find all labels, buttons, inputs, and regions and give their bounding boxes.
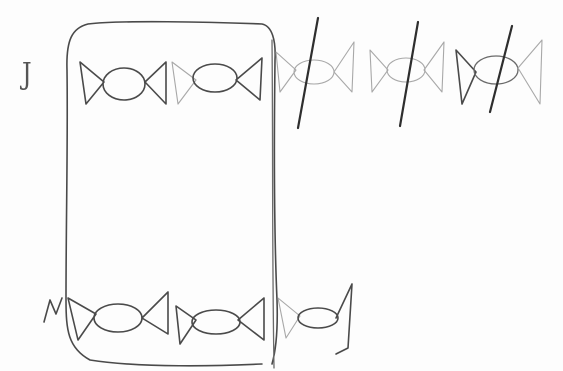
top-candy-2 bbox=[172, 58, 262, 104]
cross-out-mark-3 bbox=[490, 26, 512, 112]
bottom-candy-2 bbox=[176, 298, 264, 344]
bottom-candy-3 bbox=[278, 284, 352, 354]
cross-out-mark-2 bbox=[400, 22, 418, 126]
top-candy-5 bbox=[456, 40, 542, 104]
top-candy-3 bbox=[276, 42, 354, 92]
cross-out-mark-1 bbox=[298, 18, 318, 128]
divider-line bbox=[272, 40, 274, 368]
bottom-row-start-mark bbox=[44, 298, 62, 322]
bottom-candy-1 bbox=[68, 292, 168, 340]
top-candy-1 bbox=[80, 62, 166, 104]
